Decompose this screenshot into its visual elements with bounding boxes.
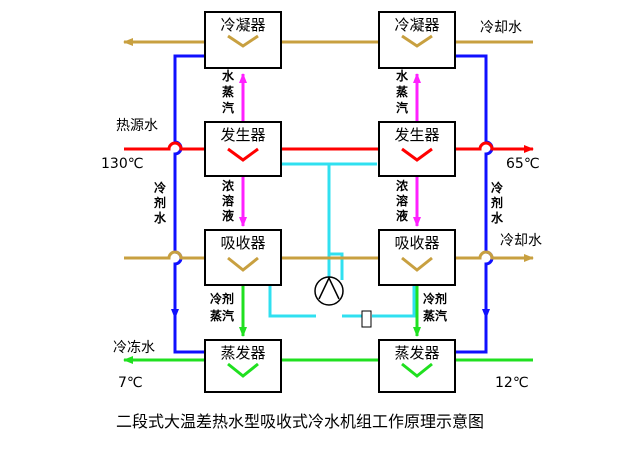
concentrated-solution-label-right: 浓溶液 — [396, 178, 409, 223]
cooling-water-line-middle — [124, 250, 534, 262]
cooling-water-label-top: 冷却水 — [480, 20, 522, 36]
outlet-temperature-label: 65℃ — [506, 156, 540, 172]
chilled-water-label: 冷冻水 — [113, 339, 155, 356]
svg-text:发生器: 发生器 — [220, 126, 265, 144]
refrigerant-vapor-label-right: 冷剂蒸汽 — [423, 291, 447, 323]
svg-text:冷凝器: 冷凝器 — [394, 16, 439, 34]
svg-text:吸收器: 吸收器 — [394, 234, 439, 252]
refrigerant-vapor-label-left: 冷剂蒸汽 — [210, 291, 234, 323]
concentrated-solution-label-left: 浓溶液 — [222, 178, 235, 223]
heat-source-water-label: 热源水 — [116, 118, 158, 134]
refrigerant-water-label-left: 冷剂水 — [153, 180, 167, 225]
heat-exchanger-icon — [361, 310, 372, 328]
evaporator-left: 蒸发器 — [204, 339, 282, 393]
chilled-outlet-temperature-label: 7℃ — [118, 375, 143, 391]
svg-text:发生器: 发生器 — [394, 126, 439, 144]
refrigerant-water-label-right: 冷剂水 — [490, 180, 504, 225]
chilled-inlet-temperature-label: 12℃ — [495, 375, 529, 391]
generator-right: 发生器 — [378, 121, 456, 177]
svg-text:冷凝器: 冷凝器 — [220, 16, 265, 34]
solution-pump-icon — [314, 276, 344, 306]
condenser-right: 冷凝器 — [378, 11, 456, 69]
cooling-water-label-middle: 冷却水 — [500, 233, 542, 249]
generator-left: 发生器 — [204, 121, 282, 177]
absorber-right: 吸收器 — [378, 229, 456, 286]
svg-text:蒸发器: 蒸发器 — [220, 344, 265, 362]
svg-text:吸收器: 吸收器 — [220, 234, 265, 252]
water-vapor-label-right: 水蒸汽 — [396, 68, 409, 115]
diagram-caption: 二段式大温差热水型吸收式冷水机组工作原理示意图 — [116, 412, 484, 431]
heat-source-water-line — [124, 141, 534, 153]
condenser-left: 冷凝器 — [204, 11, 282, 69]
inlet-temperature-label: 130℃ — [101, 156, 143, 172]
evaporator-right: 蒸发器 — [378, 339, 456, 393]
absorber-left: 吸收器 — [204, 229, 282, 286]
water-vapor-label-left: 水蒸汽 — [222, 68, 235, 115]
refrigerant-water-line-left — [173, 54, 205, 354]
svg-text:蒸发器: 蒸发器 — [394, 344, 439, 362]
